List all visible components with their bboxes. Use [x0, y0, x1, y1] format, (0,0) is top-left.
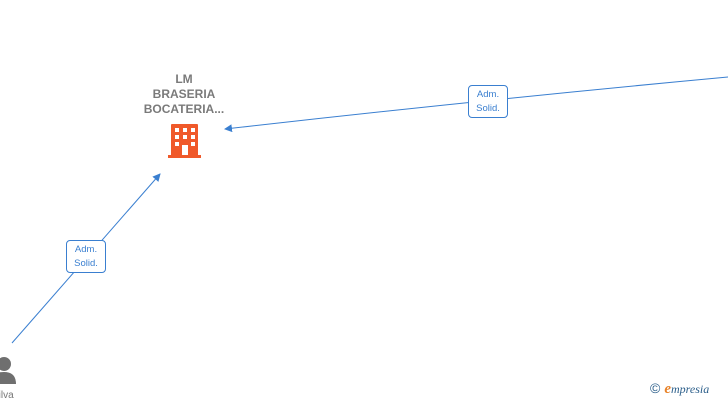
edge-label-line: Adm. — [74, 244, 98, 255]
brand-name: mpresia — [671, 382, 710, 396]
empresia-watermark: ©empresia — [650, 380, 709, 398]
person-icon[interactable] — [0, 357, 16, 384]
company-name-line: BRASERIA — [152, 87, 216, 101]
copyright-icon: © — [650, 380, 661, 396]
company-name[interactable]: LM BRASERIA BOCATERIA... — [124, 72, 244, 117]
edge-label-line: Solid. — [74, 258, 98, 269]
edge-label-adm-solid[interactable]: Adm. Solid. — [66, 240, 106, 273]
company-name-line: BOCATERIA... — [143, 102, 225, 116]
person-name[interactable]: Silva — [0, 390, 14, 401]
edge-label-line: Solid. — [476, 103, 500, 114]
edge-label-line: Adm. — [476, 89, 500, 100]
company-name-line: LM — [175, 72, 193, 86]
building-icon[interactable] — [168, 124, 201, 158]
edge-label-adm-solid[interactable]: Adm. Solid. — [468, 85, 508, 118]
brand-initial: e — [664, 381, 671, 397]
